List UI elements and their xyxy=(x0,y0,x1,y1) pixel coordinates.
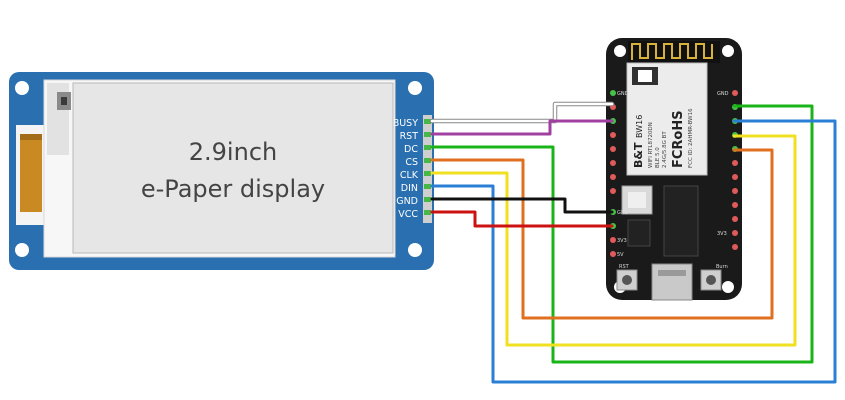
bw16-right-header xyxy=(732,90,738,250)
bw16-brand: B&T xyxy=(632,142,645,168)
pin-label-dc: DC xyxy=(404,144,418,155)
mount-hole xyxy=(15,81,29,95)
mount-hole xyxy=(408,81,422,95)
bw16-line-b: BLE 5.0 xyxy=(655,147,661,168)
pin-label-rst: RST xyxy=(400,131,419,142)
wire-rst xyxy=(430,119,614,136)
bw16-line-c: 2.4G/5.8G BT xyxy=(662,131,668,168)
display-title-line2: e-Paper display xyxy=(141,175,325,203)
display-active-area xyxy=(72,82,394,254)
bw16-cert: FCRoHS xyxy=(671,110,686,168)
display-title-line1: 2.9inch xyxy=(189,138,277,166)
mount-hole xyxy=(614,45,626,57)
epaper-pin-header xyxy=(423,115,432,223)
epaper-module: 2.9inch e-Paper display BUSY RST DC CS C… xyxy=(9,72,434,270)
svg-text:GND: GND xyxy=(617,91,629,97)
pin-label-clk: CLK xyxy=(400,170,419,181)
pin-label-vcc: VCC xyxy=(398,209,418,220)
wire-dc xyxy=(430,104,814,364)
svg-text:GND: GND xyxy=(617,210,629,216)
mount-hole xyxy=(722,281,734,293)
bw16-board: B&T BW16 WIFI RTL8720DN BLE 5.0 2.4G/5.8… xyxy=(606,38,742,301)
epaper-pins xyxy=(424,119,431,215)
bw16-model: BW16 xyxy=(635,115,644,138)
fpc-ribbon xyxy=(20,134,42,212)
burn-label: Burn xyxy=(716,264,728,270)
wire-busy xyxy=(430,102,614,123)
rst-label: RST xyxy=(619,264,630,270)
wire-din xyxy=(430,119,837,384)
svg-text:3V3: 3V3 xyxy=(717,231,727,237)
pcb-antenna xyxy=(631,43,713,60)
pin-label-cs: CS xyxy=(405,157,418,168)
wire-vcc xyxy=(430,210,614,228)
wire-clk xyxy=(430,134,797,347)
wires xyxy=(429,101,837,384)
pin-label-busy: BUSY xyxy=(393,118,419,129)
wire-busy-outline xyxy=(429,101,615,124)
mount-hole xyxy=(15,243,29,257)
bw16-usb-chip xyxy=(663,185,699,257)
wire-gnd xyxy=(430,197,614,214)
pin-label-gnd: GND xyxy=(396,196,418,207)
svg-text:GND: GND xyxy=(717,91,729,97)
bw16-fcc: FCC ID: 2AHMR-BW16 xyxy=(688,108,694,168)
pin-label-din: DIN xyxy=(401,183,418,194)
mount-hole xyxy=(722,45,734,57)
svg-text:3V3: 3V3 xyxy=(617,238,627,244)
bw16-line-a: WIFI RTL8720DN xyxy=(648,122,654,168)
wire-cs xyxy=(430,148,774,320)
svg-text:5V: 5V xyxy=(617,252,624,258)
usb-connector xyxy=(651,263,693,301)
mount-hole xyxy=(408,243,422,257)
